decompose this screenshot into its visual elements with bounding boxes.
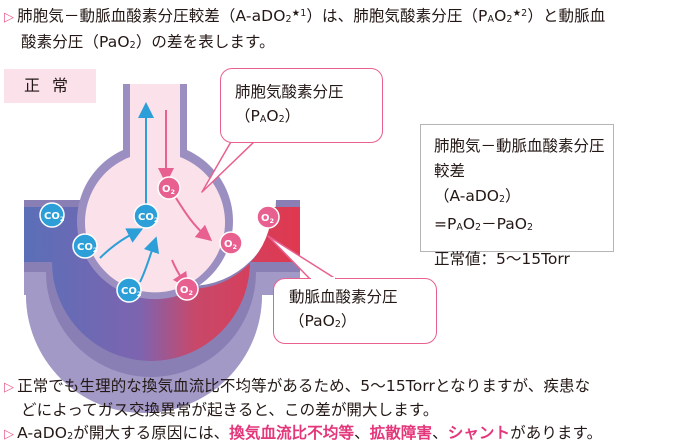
o2-molecule: O2 [256, 205, 280, 229]
footnote-ref-1: ★1 [291, 8, 307, 19]
note-text: があります。 [510, 424, 603, 442]
co2-molecule: CO2 [39, 202, 65, 228]
formula-equation: =PAO2－PaO2 [434, 215, 533, 233]
co2-molecule-alveolar: CO2 [133, 203, 159, 229]
note-text: が開大する原因には、 [73, 424, 230, 442]
intro-text: 酸素分圧（PaO [21, 33, 130, 51]
note-1-line-2: どによってガス交換異常が起きると、この差が開大します。 [21, 401, 439, 419]
note-1-line-1: ▷正常でも生理的な換気血流比不均等があるため、5～15Torrとなりますが、疾患… [4, 375, 602, 399]
normal-value: 正常値：5～15Torr [434, 250, 570, 268]
svg-text:CO2: CO2 [77, 242, 97, 254]
footnote-ref-2: ★2 [512, 8, 528, 19]
intro-subscript: 2 [506, 14, 513, 25]
separator: 、 [354, 424, 370, 442]
intro-subscript: A [487, 14, 495, 25]
intro-subscript: 2 [129, 40, 136, 51]
svg-text:O2: O2 [180, 285, 193, 297]
intro-line-1: ▷肺胞気－動脈血酸素分圧較差（A-aDO2★1）は、肺胞気酸素分圧（PAO2★2… [4, 2, 605, 31]
intro-text: ）と動脈血 [527, 7, 606, 25]
separator: 、 [432, 424, 448, 442]
callout-symbol: （PAO2） [235, 107, 301, 125]
callout-join-mask [311, 277, 335, 281]
svg-text:O2: O2 [261, 213, 274, 225]
intro-subscript: 2 [285, 14, 292, 25]
co2-arrow-diffuse [99, 228, 144, 259]
cause-diffusion-impairment: 拡散障害 [369, 424, 433, 442]
aado2-formula-box: 肺胞気－動脈血酸素分圧較差 （A-aDO2） =PAO2－PaO2 正常値：5～… [420, 124, 614, 268]
intro-line-2: 酸素分圧（PaO2）の差を表します。 [4, 31, 605, 57]
triangle-bullet-icon: ▷ [4, 427, 15, 442]
svg-text:O2: O2 [162, 184, 175, 196]
svg-text:CO2: CO2 [121, 286, 141, 298]
co2-arrow-diffuse-2 [139, 236, 160, 283]
triangle-bullet-icon: ▷ [4, 380, 15, 395]
callout-title: 動脈血酸素分圧 [289, 288, 398, 306]
note-subscript: 2 [67, 431, 74, 442]
cause-vq-mismatch: 換気血流比不均等 [229, 424, 355, 442]
intro-text: 肺胞気－動脈血酸素分圧較差（A-aDO [17, 7, 286, 25]
callout-title: 肺胞気酸素分圧 [235, 83, 344, 101]
svg-text:CO2: CO2 [138, 212, 158, 224]
note-text: 正常でも生理的な換気血流比不均等があるため、5～15Torrとなりますが、疾患な [17, 377, 591, 395]
intro-paragraph: ▷肺胞気－動脈血酸素分圧較差（A-aDO2★1）は、肺胞気酸素分圧（PAO2★2… [4, 2, 605, 57]
o2-molecule-alveolar: O2 [157, 176, 181, 200]
intro-text: O [494, 7, 507, 25]
note-2: ▷A-aDO2が開大する原因には、換気血流比不均等、拡散障害、シャントがあります… [4, 422, 602, 448]
note-text: A-aDO [17, 424, 68, 442]
formula-abbrev: （A-aDO2） [434, 187, 521, 205]
svg-text:O2: O2 [224, 239, 237, 251]
alveolar-po2-callout: 肺胞気酸素分圧 （PAO2） [220, 68, 383, 143]
o2-arrow-diffuse [175, 197, 213, 242]
intro-text: ）は、肺胞気酸素分圧（P [306, 7, 488, 25]
svg-text:CO2: CO2 [44, 211, 64, 223]
triangle-bullet-icon: ▷ [4, 10, 15, 25]
o2-molecule: O2 [175, 277, 199, 301]
intro-text: ）の差を表します。 [135, 33, 275, 51]
cause-shunt: シャント [447, 424, 511, 442]
capillary-inner-wall [24, 262, 300, 377]
callout-join-mask [233, 137, 255, 141]
arterial-po2-callout: 動脈血酸素分圧 （PaO2） [273, 278, 437, 344]
co2-molecule: CO2 [72, 233, 98, 259]
co2-molecule: CO2 [116, 277, 142, 303]
formula-title: 肺胞気－動脈血酸素分圧較差 [434, 137, 605, 180]
o2-molecule: O2 [219, 231, 243, 255]
callout-symbol: （PaO2） [289, 312, 357, 330]
state-label-normal: 正常 [4, 69, 96, 103]
capillary-bottom-band [24, 272, 300, 413]
notes-paragraph: ▷正常でも生理的な換気血流比不均等があるため、5～15Torrとなりますが、疾患… [4, 375, 602, 448]
